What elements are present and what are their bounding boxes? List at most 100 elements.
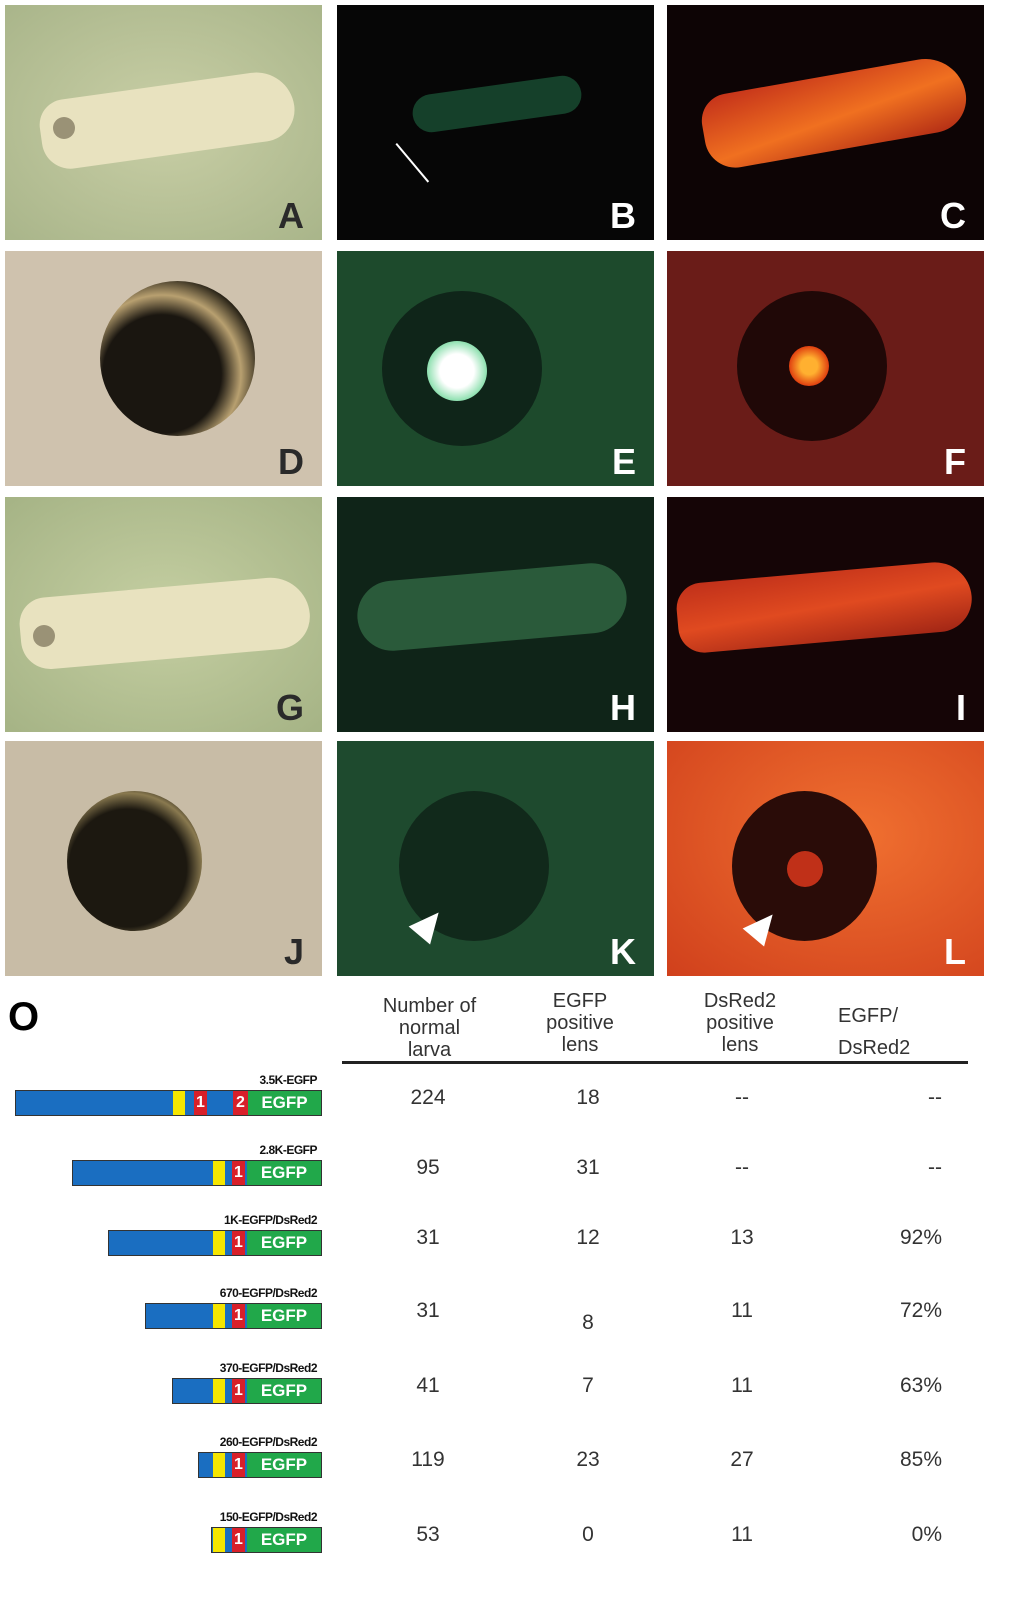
larva-eye xyxy=(33,625,55,647)
exon-1: 1 xyxy=(232,1231,245,1255)
regulatory-element xyxy=(213,1304,225,1328)
cell-egfp-dsred2-ratio: -- xyxy=(928,1086,942,1109)
lens-glow xyxy=(427,341,487,401)
cell-egfp-dsred2-ratio: 72% xyxy=(899,1299,942,1322)
panel-label: E xyxy=(611,441,636,482)
header-egfp-dsred2-ratio: EGFP/ DsRed2 xyxy=(838,1000,938,1064)
construct-label: 670-EGFP/DsRed2 xyxy=(219,1286,318,1300)
reporter-egfp: EGFP xyxy=(247,1379,321,1403)
panel-label: A xyxy=(278,195,304,236)
larva-green-glow xyxy=(354,560,630,654)
larva-eye xyxy=(53,117,75,139)
header-line: lens xyxy=(721,1034,759,1056)
panel-i-dsred-larva: I xyxy=(667,497,984,732)
eye xyxy=(399,791,549,941)
larva-red-glow xyxy=(697,52,972,173)
reporter-egfp: EGFP xyxy=(247,1528,321,1552)
eye xyxy=(100,281,255,436)
cell-dsred2-positive: 27 xyxy=(730,1448,754,1471)
panel-l-dsred-eye: L xyxy=(667,741,984,976)
header-line: larva xyxy=(407,1039,452,1061)
regulatory-element xyxy=(213,1379,225,1403)
header-line: Number of xyxy=(382,995,477,1017)
exon-1: 1 xyxy=(232,1161,245,1185)
cell-egfp-positive: 31 xyxy=(576,1156,600,1179)
regulatory-element xyxy=(213,1161,225,1185)
cell-dsred2-positive: -- xyxy=(735,1156,749,1179)
cell-egfp-positive: 18 xyxy=(576,1086,600,1109)
exon-1: 1 xyxy=(232,1379,245,1403)
reporter-egfp: EGFP xyxy=(248,1091,321,1115)
cell-egfp-dsred2-ratio: 0% xyxy=(911,1523,942,1546)
reporter-egfp: EGFP xyxy=(247,1453,321,1477)
panel-o-label: O xyxy=(8,995,40,1039)
cell-egfp-dsred2-ratio: -- xyxy=(928,1156,942,1179)
cell-dsred2-positive: 11 xyxy=(731,1299,753,1322)
lens-glow xyxy=(787,851,823,887)
cell-egfp-dsred2-ratio: 85% xyxy=(899,1448,942,1471)
construct-label: 2.8K-EGFP xyxy=(259,1143,317,1157)
header-number-of-normal-larva: Number of normal larva xyxy=(372,995,487,1061)
construct-label: 370-EGFP/DsRed2 xyxy=(219,1361,318,1375)
construct-label: 150-EGFP/DsRed2 xyxy=(219,1510,318,1524)
regulatory-element xyxy=(213,1528,225,1552)
reporter-egfp: EGFP xyxy=(247,1161,321,1185)
panel-d-brightfield-eye: D xyxy=(5,251,322,486)
panel-g-brightfield-larva: G xyxy=(5,497,322,732)
panel-label: L xyxy=(944,931,966,972)
cell-egfp-dsred2-ratio: 92% xyxy=(899,1226,942,1249)
cell-dsred2-positive: 11 xyxy=(731,1374,753,1397)
cell-dsred2-positive: 11 xyxy=(731,1523,753,1546)
cell-normal-larva: 31 xyxy=(416,1226,440,1249)
panel-label: J xyxy=(283,931,304,972)
cell-egfp-positive: 12 xyxy=(576,1226,600,1249)
exon-1: 1 xyxy=(232,1304,245,1328)
cell-egfp-dsred2-ratio: 63% xyxy=(899,1374,942,1397)
eye xyxy=(67,791,202,931)
arrow-icon xyxy=(395,143,430,183)
panel-f-dsred-eye: F xyxy=(667,251,984,486)
header-line: positive xyxy=(706,1012,774,1034)
exon-1: 1 xyxy=(232,1453,245,1477)
header-egfp-positive-lens: EGFP positive lens xyxy=(530,990,630,1056)
header-line: normal xyxy=(398,1017,461,1039)
regulatory-element xyxy=(173,1091,185,1115)
regulatory-element xyxy=(213,1231,225,1255)
cell-egfp-positive: 7 xyxy=(582,1374,594,1397)
panel-label: H xyxy=(610,687,636,728)
panel-a-brightfield-larva: A xyxy=(5,5,322,240)
panel-label: G xyxy=(275,687,304,728)
cell-normal-larva: 95 xyxy=(416,1156,440,1179)
header-line: EGFP/ xyxy=(838,1005,899,1027)
larva-red-glow xyxy=(674,559,975,655)
cell-normal-larva: 224 xyxy=(410,1086,446,1109)
header-line: EGFP xyxy=(552,990,608,1012)
larva-body xyxy=(36,67,299,173)
header-line: positive xyxy=(546,1012,614,1034)
regulatory-element xyxy=(213,1453,225,1477)
exon-1: 1 xyxy=(194,1091,207,1115)
reporter-egfp: EGFP xyxy=(247,1231,321,1255)
panel-h-egfp-larva: H xyxy=(337,497,654,732)
cell-egfp-positive: 8 xyxy=(582,1311,594,1334)
reporter-egfp: EGFP xyxy=(247,1304,321,1328)
header-line: lens xyxy=(561,1034,599,1056)
larva-green-glow xyxy=(410,73,584,135)
panel-label: K xyxy=(610,931,636,972)
header-line: DsRed2 xyxy=(703,990,777,1012)
cell-egfp-positive: 0 xyxy=(582,1523,594,1546)
cell-normal-larva: 119 xyxy=(411,1448,445,1471)
cell-normal-larva: 53 xyxy=(416,1523,440,1546)
panel-c-dsred-larva: C xyxy=(667,5,984,240)
cell-normal-larva: 41 xyxy=(416,1374,440,1397)
cell-dsred2-positive: 13 xyxy=(730,1226,754,1249)
panel-label: F xyxy=(944,441,966,482)
panel-label: I xyxy=(955,687,966,728)
